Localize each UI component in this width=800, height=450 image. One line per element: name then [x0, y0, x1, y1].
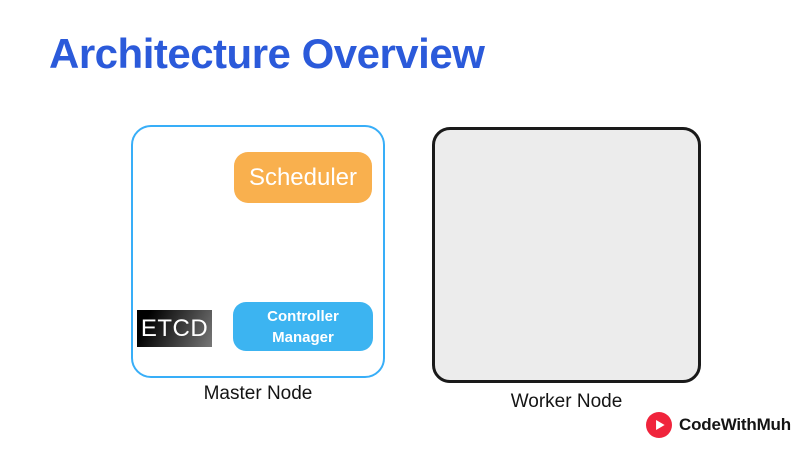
worker-node-box: [432, 127, 701, 383]
master-node-label: Master Node: [203, 383, 313, 404]
scheduler-box: Scheduler: [234, 152, 372, 203]
page-title: Architecture Overview: [49, 30, 485, 77]
worker-node-label: Worker Node: [510, 391, 623, 412]
controller-manager-box: Controller Manager: [233, 302, 373, 351]
brand-logo: CodeWithMuh: [646, 412, 791, 438]
etcd-box: ETCD: [137, 310, 212, 347]
brand-name: CodeWithMuh: [679, 415, 791, 434]
play-icon: [646, 412, 672, 438]
